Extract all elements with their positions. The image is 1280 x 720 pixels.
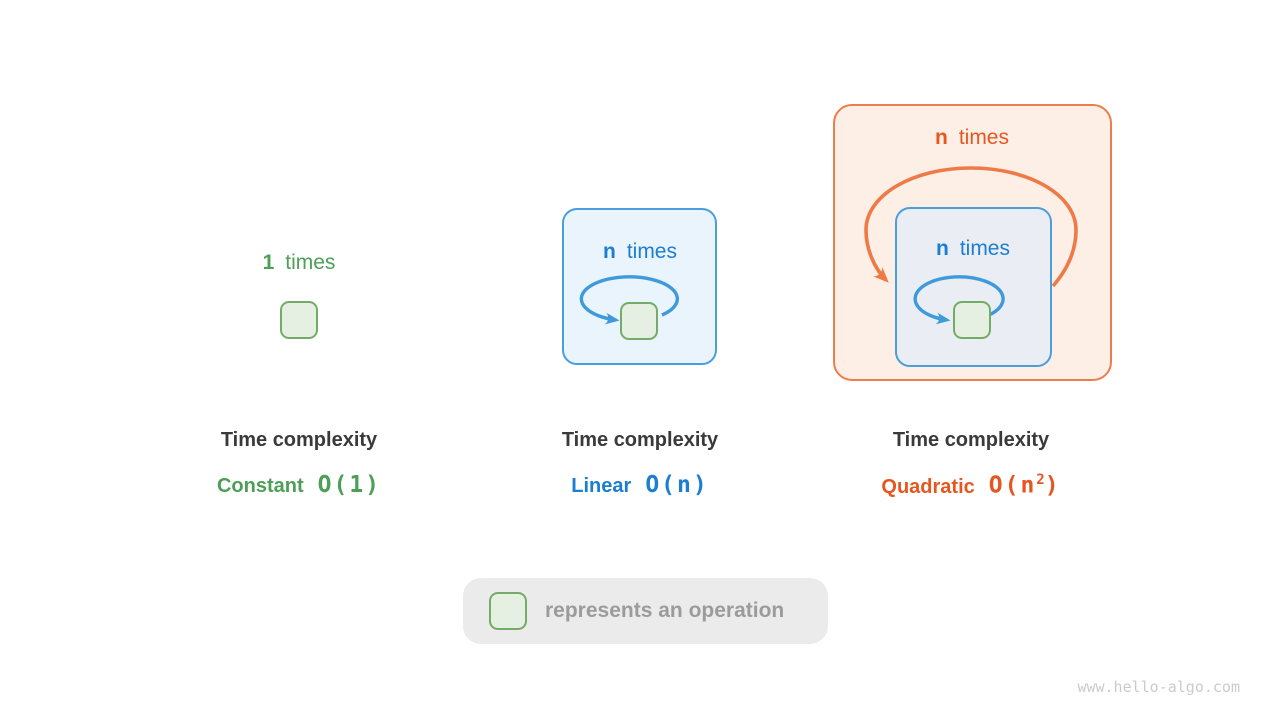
linear-loop-frame: [562, 208, 717, 365]
quadratic-outer-count: n: [934, 126, 948, 149]
operation-box-legend: [489, 592, 527, 630]
constant-complexity-name: Constant: [216, 475, 304, 497]
legend: represents an operation: [463, 578, 828, 644]
operation-box-quadratic: [953, 301, 991, 339]
quadratic-title: Time complexity: [892, 429, 1050, 451]
quadratic-big-o: O(n2): [989, 472, 1061, 499]
quadratic-outer-times-word: times: [958, 126, 1009, 149]
quadratic-outer-times-label: n times: [872, 126, 1072, 150]
operation-box-constant: [280, 301, 318, 339]
linear-count: n: [602, 240, 616, 263]
constant-times-word: times: [285, 251, 336, 274]
operation-box-linear: [620, 302, 658, 340]
linear-complexity: Linear O(n): [470, 472, 810, 498]
linear-big-o: O(n): [645, 472, 709, 498]
constant-count: 1: [262, 251, 275, 274]
legend-label: represents an operation: [545, 599, 785, 622]
linear-title: Time complexity: [561, 429, 719, 451]
quadratic-complexity-name: Quadratic: [881, 475, 975, 498]
linear-times-label: n times: [540, 240, 740, 264]
quadratic-big-o-prefix: O(n: [988, 472, 1037, 499]
linear-complexity-name: Linear: [571, 475, 632, 497]
quadratic-inner-frame: [895, 207, 1052, 367]
constant-times-label: 1 times: [199, 251, 399, 275]
quadratic-inner-count: n: [935, 237, 949, 260]
quadratic-big-o-suffix: ): [1044, 472, 1061, 499]
watermark: www.hello-algo.com: [1077, 678, 1240, 696]
quadratic-inner-times-label: n times: [873, 237, 1073, 261]
quadratic-inner-times-word: times: [959, 237, 1010, 260]
constant-big-o: O(1): [317, 472, 382, 498]
constant-title: Time complexity: [220, 429, 378, 451]
quadratic-big-o-exponent: 2: [1036, 472, 1045, 488]
constant-complexity: Constant O(1): [129, 472, 469, 498]
linear-times-word: times: [626, 240, 677, 263]
quadratic-complexity: Quadratic O(n2): [801, 472, 1141, 499]
